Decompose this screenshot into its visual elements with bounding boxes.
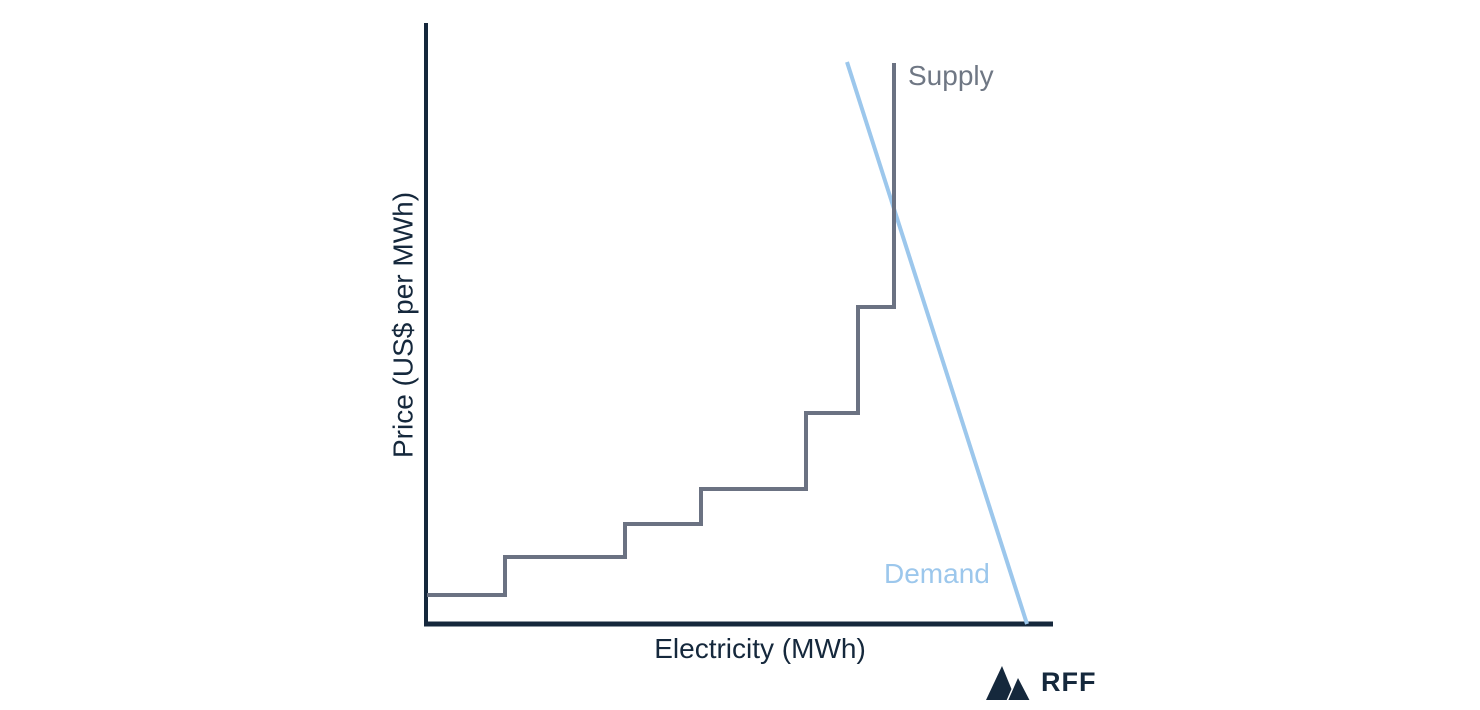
supply-curve-label: Supply (908, 60, 994, 91)
demand-curve (845, 61, 1029, 625)
x-axis-label: Electricity (MWh) (654, 633, 866, 664)
rff-logo-text: RFF (1041, 667, 1097, 697)
mountains-icon (986, 666, 1032, 700)
demand-curve-label: Demand (884, 558, 990, 589)
supply-curve (427, 63, 896, 597)
rff-logo: RFF (985, 665, 1096, 700)
y-axis-label: Price (US$ per MWh) (387, 191, 419, 459)
